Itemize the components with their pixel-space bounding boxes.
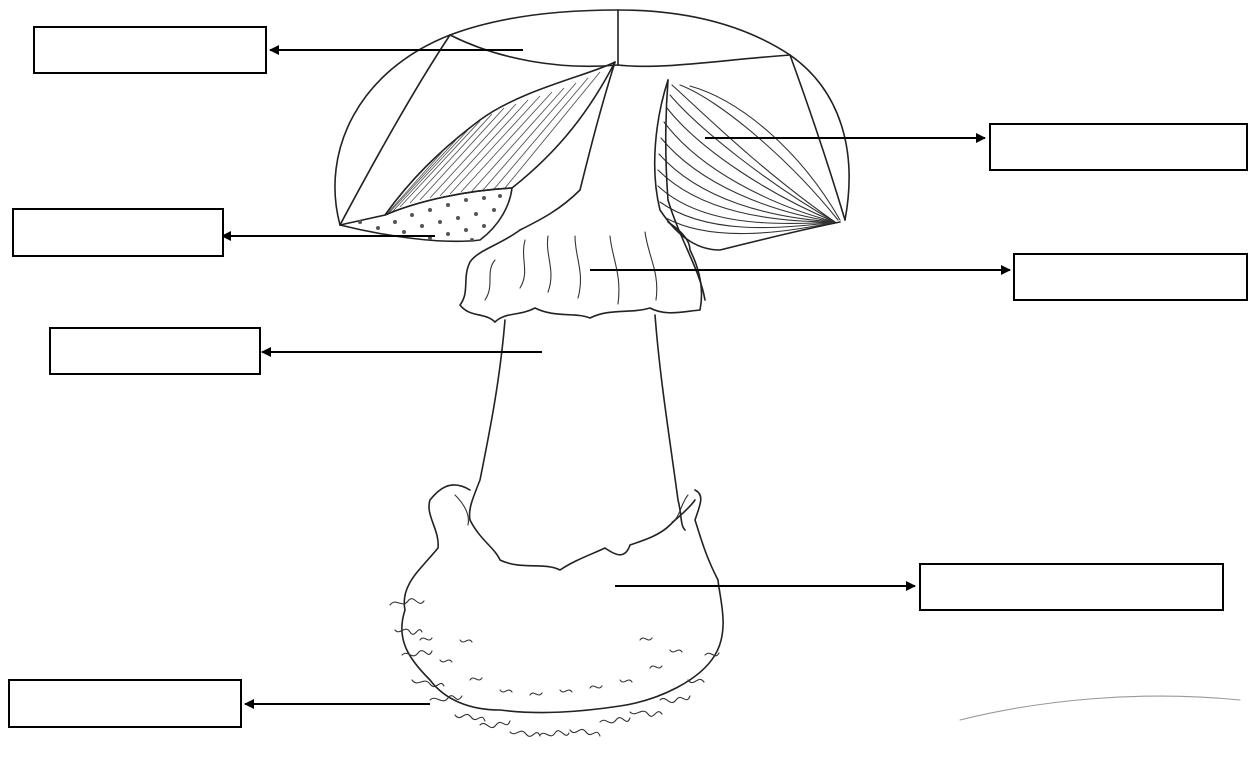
label-box-cap[interactable] [33, 26, 267, 74]
label-box-gills[interactable] [989, 123, 1248, 171]
mycelium-drawing [390, 599, 719, 737]
label-box-ring[interactable] [1013, 253, 1248, 301]
volva-drawing [402, 485, 723, 713]
label-box-stalk[interactable] [49, 327, 261, 375]
label-box-volva[interactable] [919, 563, 1224, 611]
cap-drawing [335, 10, 849, 250]
label-box-spores[interactable] [12, 208, 224, 257]
stalk-drawing [460, 62, 705, 530]
label-box-mycelium[interactable] [8, 679, 242, 728]
